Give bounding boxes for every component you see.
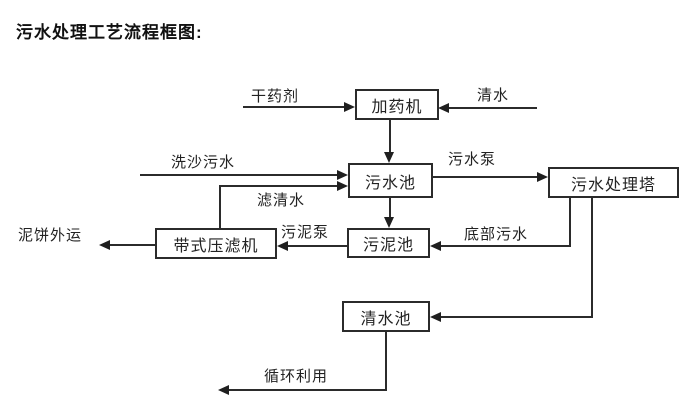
arrowhead-right-icon: [344, 102, 355, 112]
edge-tower-to-clean-vline: [591, 198, 593, 318]
arrowhead-left-icon: [430, 241, 441, 251]
edge-tower-to-clean-line: [441, 316, 593, 318]
node-sewage-pool-label: 污水池: [364, 174, 416, 192]
arrowhead-down-icon: [384, 152, 394, 163]
edge-label-filtered-water: 滤清水: [257, 192, 306, 209]
edge-recycle-line: [229, 389, 387, 391]
arrowhead-left-icon: [438, 103, 449, 113]
node-clean-water-pool: 清水池: [342, 301, 430, 332]
arrowhead-left-icon: [277, 241, 288, 251]
edge-sludge-pump-line: [288, 245, 347, 247]
edge-sewage-to-sludge-line: [389, 198, 391, 218]
node-sludge-pool-label: 污泥池: [362, 237, 414, 254]
edge-bottom-sewage-line: [441, 245, 571, 247]
node-clean-water-pool-label: 清水池: [360, 310, 412, 328]
arrowhead-right-icon: [537, 172, 548, 182]
node-treatment-tower: 污水处理塔: [548, 167, 679, 198]
arrowhead-left-icon: [99, 240, 110, 250]
node-dosing-machine-label: 加药机: [371, 98, 423, 116]
edge-bottom-sewage-vline: [569, 198, 571, 247]
edge-label-recycle: 循环利用: [264, 368, 329, 385]
node-sludge-pool: 污泥池: [347, 228, 430, 258]
edge-filtered-water-vline: [219, 185, 221, 228]
edge-dosing-to-sewage-line: [389, 120, 391, 154]
edge-filtered-water-line: [219, 185, 338, 187]
arrowhead-left-icon: [218, 385, 229, 395]
arrowhead-right-icon: [337, 170, 348, 180]
edge-label-mud-cake: 泥饼外运: [18, 227, 83, 244]
edge-mud-cake-line: [110, 244, 155, 246]
edge-label-sewage-pump: 污水泵: [448, 151, 497, 168]
edge-label-sand-washing: 洗沙污水: [171, 154, 236, 171]
edge-label-dry-chemical: 干药剂: [251, 88, 300, 105]
edge-label-clean-water: 清水: [477, 87, 510, 104]
node-treatment-tower-label: 污水处理塔: [570, 176, 656, 194]
edge-sand-washing-line: [140, 174, 338, 176]
node-dosing-machine: 加药机: [355, 89, 439, 120]
node-sewage-pool: 污水池: [348, 163, 433, 198]
arrowhead-left-icon: [430, 312, 441, 322]
node-belt-filter-press-label: 带式压滤机: [173, 237, 259, 255]
edge-recycle-vline: [385, 332, 387, 391]
diagram-title: 污水处理工艺流程框图:: [16, 23, 203, 42]
edge-label-sludge-pump: 污泥泵: [281, 224, 330, 241]
edge-label-bottom-sewage: 底部污水: [464, 226, 529, 243]
node-belt-filter-press: 带式压滤机: [155, 228, 277, 259]
arrowhead-down-icon: [384, 217, 394, 228]
edge-sewage-pump-line: [433, 176, 537, 178]
edge-clean-water-line: [449, 107, 537, 109]
edge-dry-chemical-line: [243, 106, 344, 108]
arrowhead-right-icon: [337, 181, 348, 191]
